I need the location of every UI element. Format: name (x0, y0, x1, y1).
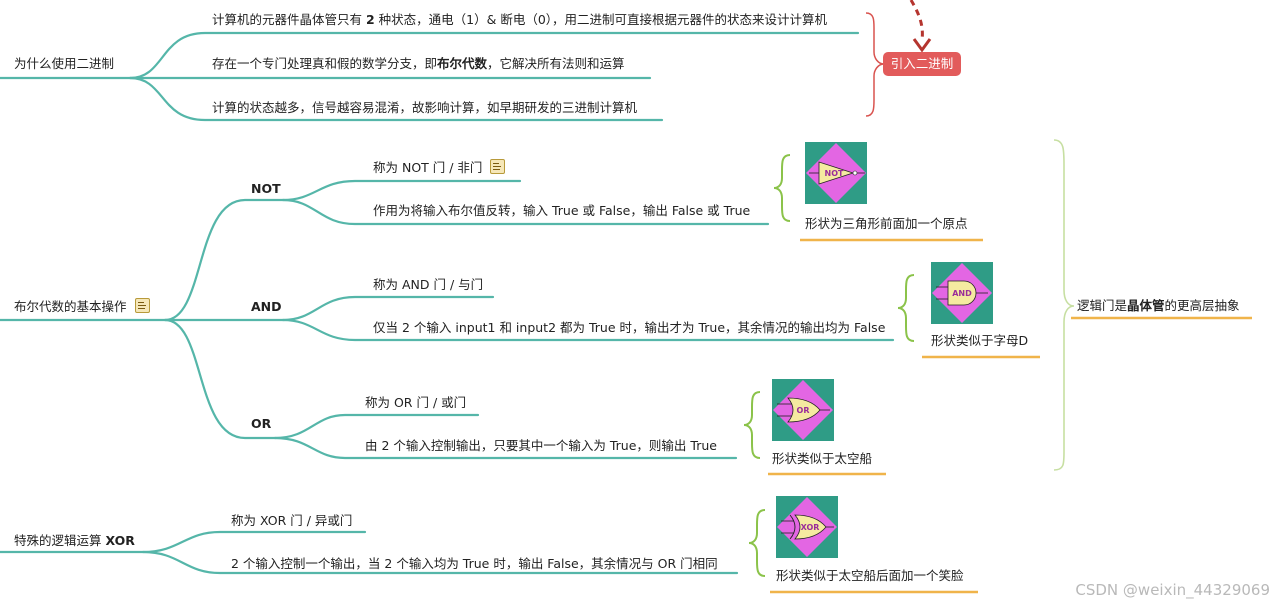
or-shape-caption[interactable]: 形状类似于太空船 (772, 451, 872, 467)
binary-reason-2[interactable]: 存在一个专门处理真和假的数学分支，即布尔代数，它解决所有法则和运算 (212, 56, 625, 72)
binary-reason-3[interactable]: 计算的状态越多，信号越容易混淆，故影响计算，如早期研发的三进制计算机 (212, 100, 637, 116)
and-desc[interactable]: 仅当 2 个输入 input1 和 input2 都为 True 时，输出才为 … (373, 320, 885, 336)
svg-text:NOT: NOT (825, 169, 844, 178)
watermark: CSDN @weixin_44329069 (1075, 581, 1270, 599)
node-not[interactable]: NOT (251, 181, 281, 197)
xor-shape-caption[interactable]: 形状类似于太空船后面加一个笑脸 (776, 568, 964, 584)
or-name[interactable]: 称为 OR 门 / 或门 (365, 395, 466, 411)
node-and[interactable]: AND (251, 299, 282, 315)
not-desc[interactable]: 作用为将输入布尔值反转，输入 True 或 False，输出 False 或 T… (373, 203, 750, 219)
topic-boolean-ops[interactable]: 布尔代数的基本操作 (14, 298, 150, 315)
and-shape-caption[interactable]: 形状类似于字母D (931, 333, 1028, 349)
node-or[interactable]: OR (251, 416, 271, 432)
intro-binary-tag[interactable]: 引入二进制 (883, 52, 961, 76)
topic-xor[interactable]: 特殊的逻辑运算 XOR (14, 533, 135, 549)
and-gate-image: AND (931, 262, 993, 324)
xor-gate-image: XOR (776, 496, 838, 558)
xor-desc[interactable]: 2 个输入控制一个输出，当 2 个输入均为 True 时，输出 False，其余… (231, 556, 718, 572)
and-name[interactable]: 称为 AND 门 / 与门 (373, 277, 483, 293)
xor-name[interactable]: 称为 XOR 门 / 异或门 (231, 513, 352, 529)
or-desc[interactable]: 由 2 个输入控制输出，只要其中一个输入为 True，则输出 True (365, 438, 717, 454)
summary-logic-gates[interactable]: 逻辑门是晶体管的更高层抽象 (1077, 298, 1240, 314)
note-icon[interactable] (135, 298, 150, 313)
svg-text:OR: OR (797, 406, 810, 415)
note-icon[interactable] (490, 159, 505, 174)
or-gate-image: OR (772, 379, 834, 441)
not-shape-caption[interactable]: 形状为三角形前面加一个原点 (805, 216, 968, 232)
not-name[interactable]: 称为 NOT 门 / 非门 (373, 159, 505, 176)
svg-text:AND: AND (952, 289, 972, 298)
binary-reason-1[interactable]: 计算机的元器件晶体管只有 2 种状态，通电（1）& 断电（0），用二进制可直接根… (212, 12, 827, 28)
not-gate-image: NOT (805, 142, 867, 204)
svg-text:XOR: XOR (801, 523, 820, 532)
topic-why-binary[interactable]: 为什么使用二进制 (14, 56, 114, 72)
